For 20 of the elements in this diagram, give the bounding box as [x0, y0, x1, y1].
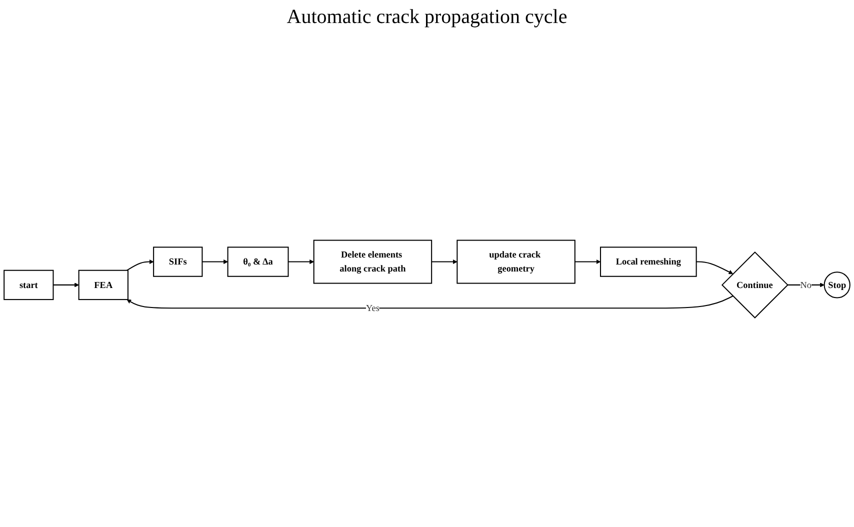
- node-box: SIFs: [153, 246, 203, 277]
- node-box: FEA: [78, 270, 128, 300]
- node-circle: Stop: [824, 272, 850, 298]
- node-box: Delete elements along crack path: [313, 240, 432, 284]
- arrow: [574, 260, 601, 264]
- node-diamond: Continue: [721, 251, 788, 318]
- node-box: Local remeshing: [600, 246, 697, 277]
- node-box: θ₀ & Δa: [227, 246, 289, 277]
- edge-label: No: [800, 280, 812, 290]
- edge-label: Yes: [366, 302, 380, 313]
- arrow: [126, 296, 734, 309]
- arrow: [696, 261, 734, 274]
- arrow: [202, 260, 228, 264]
- node-box: start: [4, 270, 54, 300]
- arrow: [126, 260, 154, 271]
- arrow: [53, 282, 80, 288]
- arrow: [432, 260, 458, 264]
- node-box: update crack geometry: [456, 240, 576, 284]
- arrow: [288, 260, 314, 264]
- cycle-note: Automatic crack propagation cycle: [286, 6, 568, 29]
